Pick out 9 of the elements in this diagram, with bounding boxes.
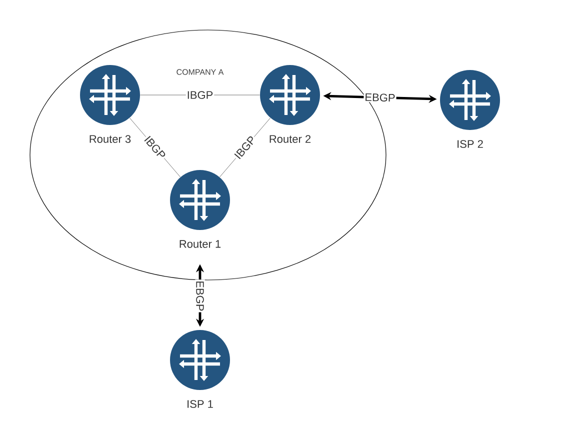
router-label: ISP 2 [458, 140, 483, 148]
connector [140, 94, 260, 96]
router-label: Router 1 [180, 240, 221, 248]
router-label: ISP 1 [188, 400, 213, 408]
router-label: Router 2 [270, 135, 311, 143]
edge-label: IBGP [186, 90, 214, 100]
router-label: Router 3 [90, 135, 131, 143]
edge-label: EBGP [195, 280, 205, 312]
group-label: COMPANY A [176, 69, 224, 75]
